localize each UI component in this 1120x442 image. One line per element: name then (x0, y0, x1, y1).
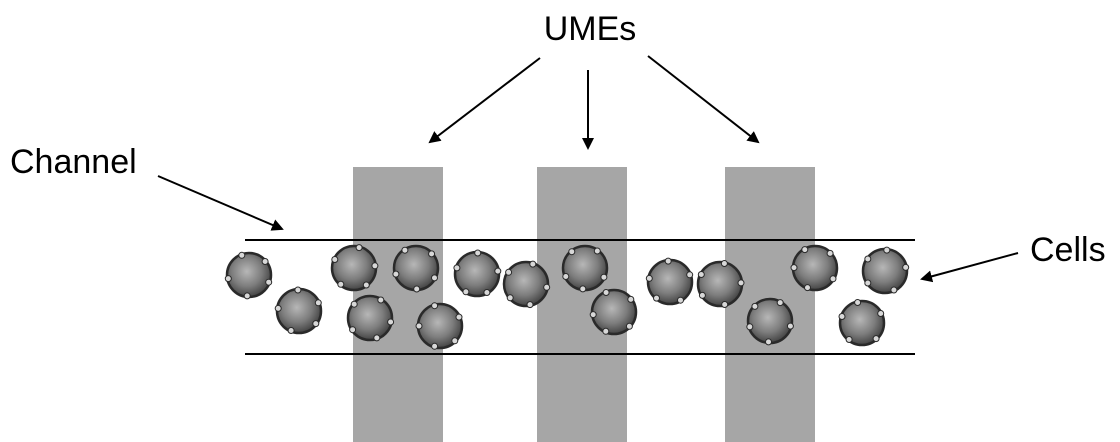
cell (790, 244, 839, 292)
cell (330, 244, 379, 292)
cell (696, 260, 745, 308)
cell (561, 244, 609, 293)
channel-label: Channel (10, 143, 137, 181)
cell (861, 246, 910, 295)
arrow-umes-right (647, 55, 760, 144)
cell (346, 294, 395, 342)
cell (645, 257, 694, 306)
channel-walls (245, 239, 915, 355)
ume-electrodes (353, 167, 815, 442)
cell (502, 260, 551, 309)
arrows (157, 55, 1019, 283)
arrow-channel (157, 175, 284, 231)
cells-label: Cells (1030, 231, 1106, 269)
arrow-cells (920, 252, 1019, 283)
cell (746, 297, 794, 346)
cell (589, 288, 638, 336)
cells-group (224, 244, 910, 350)
cell (274, 286, 323, 335)
cell (392, 244, 440, 293)
cell (415, 302, 464, 350)
cell (453, 249, 502, 298)
cell (224, 251, 273, 300)
umes-label: UMEs (544, 10, 637, 48)
cell (838, 299, 886, 347)
arrow-umes-left (428, 57, 541, 144)
